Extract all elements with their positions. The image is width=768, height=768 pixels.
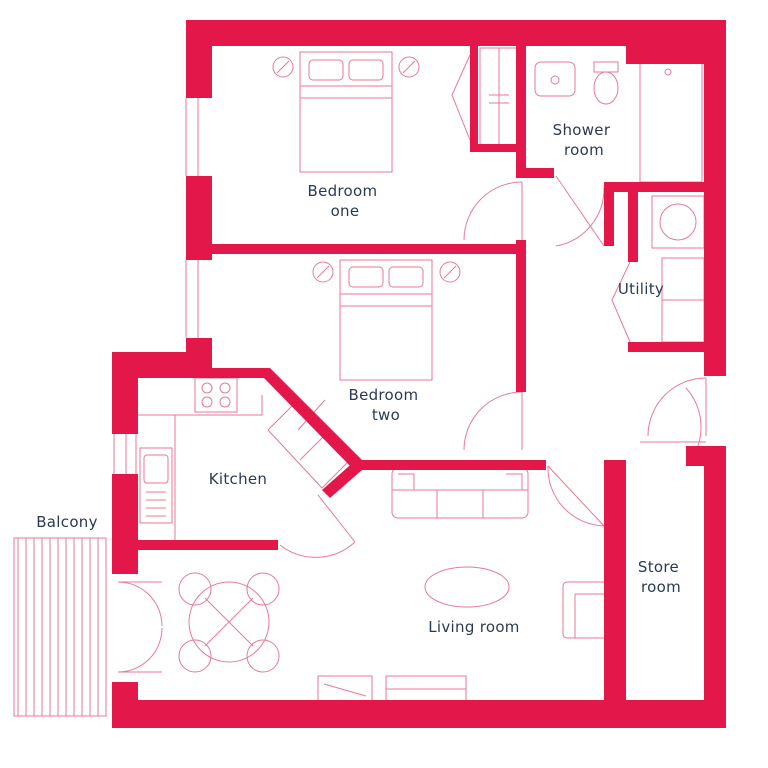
sideboard	[385, 675, 467, 703]
bed-bedroom-two	[339, 259, 433, 381]
lamp-icon	[272, 56, 294, 78]
hob-icon	[194, 377, 238, 413]
windows	[113, 98, 199, 474]
door-balcony[interactable]	[117, 581, 163, 673]
door-utility[interactable]	[647, 377, 707, 437]
label-living-room: Living room	[428, 618, 519, 636]
lamp-icon	[398, 56, 420, 78]
door-bedroom-two[interactable]	[463, 391, 523, 451]
bed-bedroom-one	[299, 51, 393, 173]
tv-unit	[317, 675, 373, 703]
label-utility: Utility	[618, 280, 664, 298]
wardrobe-bedroom-one	[451, 47, 519, 146]
walls-layer	[112, 20, 726, 728]
label-balcony: Balcony	[36, 513, 98, 531]
coffee-table-icon	[424, 566, 510, 608]
label-shower-room: Shower room	[553, 121, 616, 159]
armchair-icon	[562, 581, 612, 639]
basin-icon	[534, 61, 576, 97]
door-bedroom-one[interactable]	[463, 181, 523, 241]
doors-layer	[117, 175, 707, 673]
utility-cupboard	[611, 257, 705, 343]
lamp-icon	[439, 261, 461, 283]
sink-icon	[139, 447, 173, 524]
sofa-icon	[391, 467, 529, 519]
door-living-room[interactable]	[547, 465, 605, 527]
toilet-icon	[593, 61, 619, 105]
dining-table-icon	[178, 572, 280, 673]
lamp-icon	[312, 261, 334, 283]
shower-tray-icon	[639, 59, 703, 183]
balcony-decking	[13, 537, 107, 717]
room-labels: Bedroom one Shower room Utility Bedroom …	[36, 121, 684, 636]
door-kitchen[interactable]	[279, 494, 356, 558]
label-bedroom-two: Bedroom two	[348, 386, 423, 424]
kitchen-worktop	[135, 395, 263, 540]
label-bedroom-one: Bedroom one	[307, 182, 382, 220]
washing-machine-icon	[651, 195, 705, 249]
label-kitchen: Kitchen	[209, 470, 267, 488]
label-store-room: Store room	[638, 558, 684, 596]
door-shower-room[interactable]	[555, 175, 605, 247]
